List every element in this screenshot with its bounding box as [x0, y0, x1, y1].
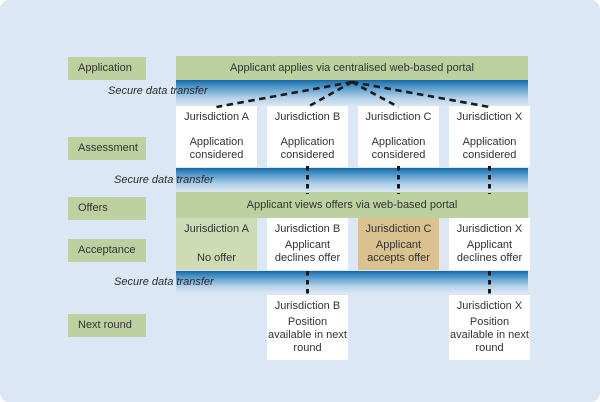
secure-transfer-label-2: Secure data transfer: [114, 174, 214, 186]
offers-banner: Applicant views offers via web-based por…: [176, 192, 528, 218]
jurisdiction-body: Position available in next round: [450, 316, 529, 354]
application-banner: Applicant applies via centralised web-ba…: [176, 56, 528, 80]
jurisdiction-title: Jurisdiction B: [274, 300, 341, 312]
acceptance-box-jurisdiction-a: Jurisdiction A No offer: [176, 218, 257, 270]
secure-band-2: [176, 168, 528, 192]
stage-label-application: Application: [68, 57, 146, 80]
jurisdiction-title: Jurisdiction B: [274, 111, 341, 123]
stage-label-assessment: Assessment: [68, 137, 146, 160]
jurisdiction-body: Application considered: [189, 136, 244, 161]
acceptance-box-jurisdiction-c: Jurisdiction C Applicant accepts offer: [358, 218, 439, 270]
jurisdiction-body: Application considered: [462, 136, 517, 161]
secure-band-1: [176, 80, 528, 106]
assessment-box-jurisdiction-b: Jurisdiction B Application considered: [267, 106, 348, 167]
secure-transfer-label-3: Secure data transfer: [114, 276, 214, 288]
jurisdiction-body: Application considered: [280, 136, 335, 161]
jurisdiction-title: Jurisdiction X: [456, 223, 523, 235]
jurisdiction-body: Position available in next round: [268, 316, 347, 354]
jurisdiction-title: Jurisdiction C: [365, 111, 432, 123]
jurisdiction-body: Applicant accepts offer: [367, 239, 430, 264]
next-round-box-jurisdiction-x: Jurisdiction X Position available in nex…: [449, 295, 530, 360]
stage-label-offers: Offers: [68, 197, 146, 220]
jurisdiction-title: Jurisdiction A: [184, 223, 249, 235]
assessment-box-jurisdiction-c: Jurisdiction C Application considered: [358, 106, 439, 167]
acceptance-box-jurisdiction-b: Jurisdiction B Applicant declines offer: [267, 218, 348, 270]
jurisdiction-title: Jurisdiction X: [456, 300, 523, 312]
jurisdiction-body: Applicant declines offer: [274, 239, 341, 264]
stage-label-next-round: Next round: [68, 314, 146, 337]
stage-label-acceptance: Acceptance: [68, 239, 146, 262]
secure-transfer-label-1: Secure data transfer: [108, 85, 208, 97]
jurisdiction-title: Jurisdiction B: [274, 223, 341, 235]
jurisdiction-body: Application considered: [371, 136, 426, 161]
next-round-box-jurisdiction-b: Jurisdiction B Position available in nex…: [267, 295, 348, 360]
jurisdiction-body: Applicant declines offer: [456, 239, 523, 264]
jurisdiction-body: No offer: [197, 252, 236, 264]
jurisdiction-title: Jurisdiction A: [184, 111, 249, 123]
jurisdiction-title: Jurisdiction X: [456, 111, 523, 123]
secure-band-3: [176, 271, 528, 293]
acceptance-box-jurisdiction-x: Jurisdiction X Applicant declines offer: [449, 218, 530, 270]
assessment-box-jurisdiction-x: Jurisdiction X Application considered: [449, 106, 530, 167]
assessment-box-jurisdiction-a: Jurisdiction A Application considered: [176, 106, 257, 167]
jurisdiction-title: Jurisdiction C: [365, 223, 432, 235]
